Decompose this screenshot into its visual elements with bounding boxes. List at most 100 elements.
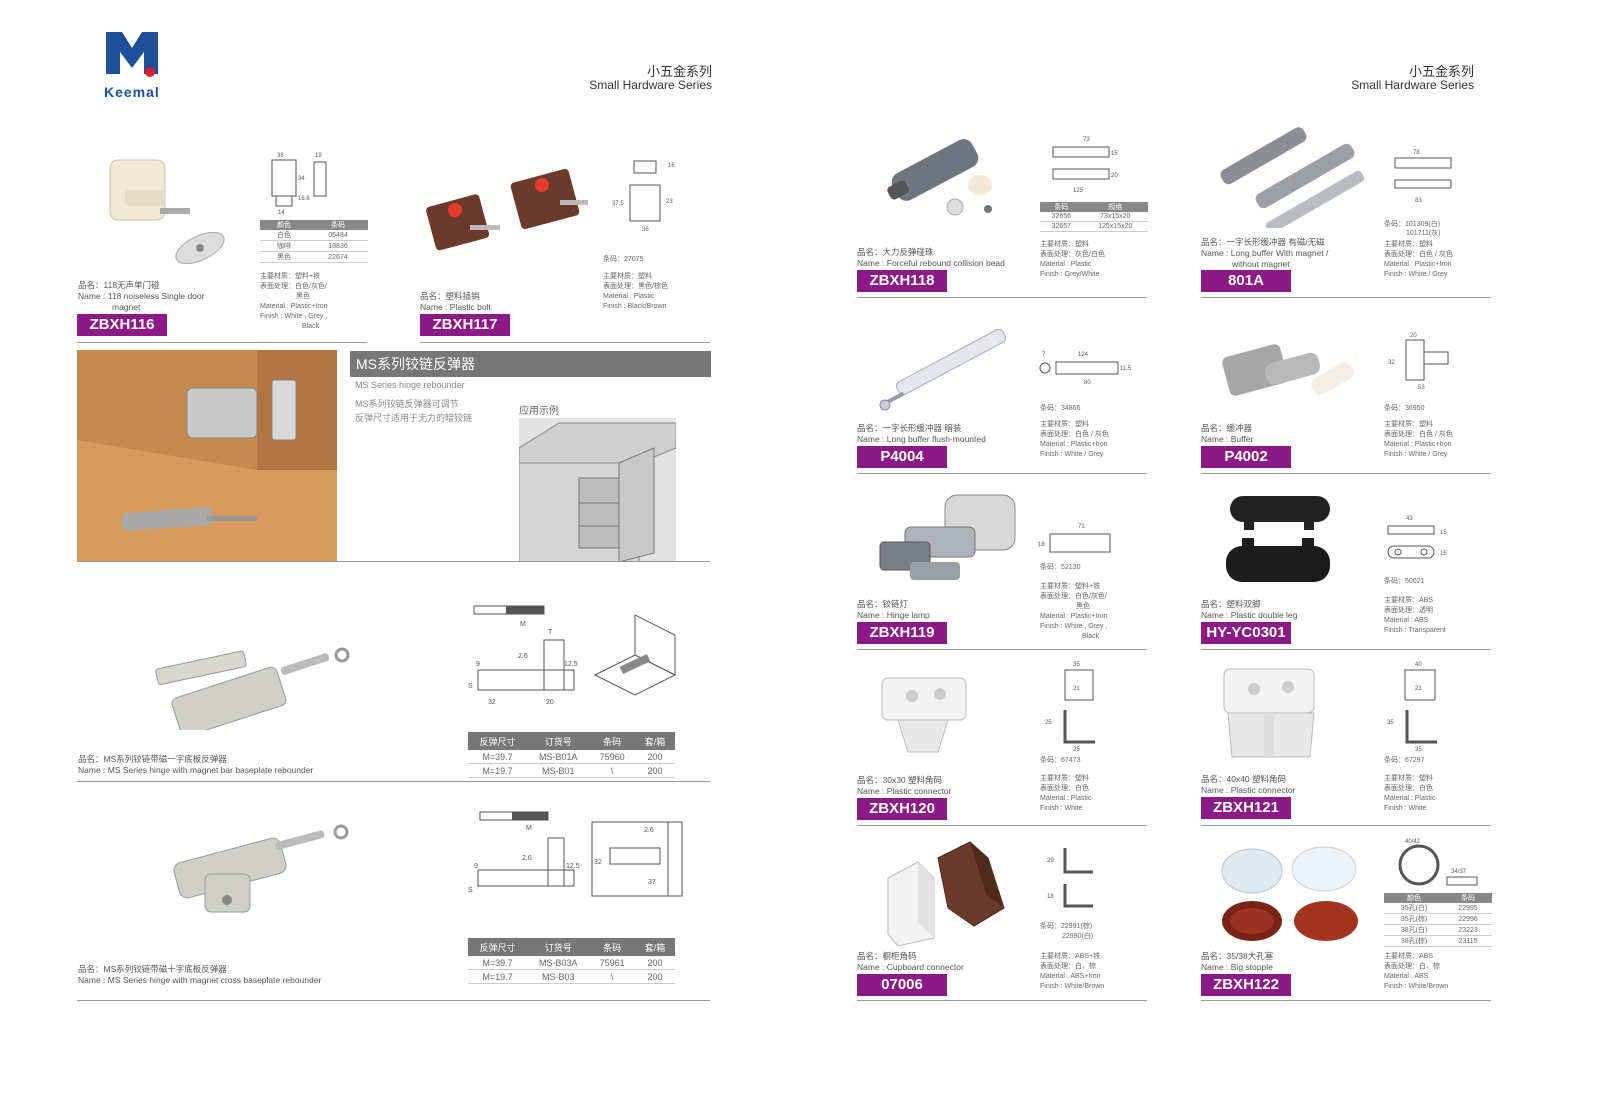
ms1-dim-t: T: [548, 629, 553, 636]
divider: [77, 342, 367, 343]
divider: [857, 825, 1147, 826]
ms2-dim-s: S: [468, 887, 473, 894]
zbxh121-code-badge: ZBXH121: [1201, 797, 1291, 819]
right-series-title-en: Small Hardware Series: [1351, 78, 1474, 92]
801a-name-en-2: without magnet: [1232, 259, 1290, 269]
ms1-3d-diagram: [590, 610, 680, 710]
zbxh119-dim-2: 18: [1038, 542, 1045, 548]
zbxh116-dim-4: 16.6: [298, 196, 310, 202]
zbxh118-photo: [880, 135, 1000, 225]
zbxh121-diagram: 40 21 35 35: [1385, 658, 1445, 753]
table-row: 35孔(棕)22996: [1384, 913, 1492, 925]
zbxh119-spec: 主要材质：塑料+铁表面处理：白色/灰色/黑色 Material : Plasti…: [1040, 583, 1108, 640]
p4004-name-en: Name : Long buffer flush-mounted: [857, 434, 986, 444]
ms2-name-cn: 品名：MS系列铰链带磁十字底板反弹器: [78, 964, 227, 974]
801a-barcode-2: 101711(灰): [1406, 230, 1441, 237]
801a-barcode-1: 条码：101309(白): [1384, 221, 1441, 228]
zbxh122-diagram: 40/42 34/37: [1395, 835, 1485, 890]
divider: [1201, 1000, 1491, 1001]
ms2-dim-12-5: 12.5: [566, 863, 580, 870]
ms2-photo: [165, 822, 355, 917]
zbxh121-name-en: Name : Plastic connector: [1201, 785, 1296, 795]
07006-photo: [878, 838, 1018, 948]
801a-dim-2: 83: [1415, 198, 1422, 204]
ms-section-subtitle: MS Series hinge rebounder: [355, 380, 465, 390]
801a-diagram: 78 83: [1385, 146, 1465, 206]
p4004-photo: [875, 315, 1015, 415]
zbxh120-name-cn: 品名：30x30 塑料角码: [857, 775, 943, 785]
zbxh116-dim-3: 34: [298, 176, 305, 182]
zbxh117-name-en: Name : Plastic bolt: [420, 302, 491, 312]
zbxh117-code-badge: ZBXH117: [420, 314, 510, 336]
p4002-name-cn: 品名：缓冲器: [1201, 423, 1253, 433]
ms2-dim-m: M: [526, 825, 532, 832]
p4002-photo: [1215, 330, 1365, 420]
zbxh119-name-cn: 品名：铰链灯: [857, 599, 909, 609]
zbxh116-code-badge: ZBXH116: [77, 314, 167, 336]
divider: [77, 781, 710, 782]
ms1-dim-m: M: [520, 621, 526, 628]
zbxh116-dim-2: 19: [315, 153, 322, 159]
zbxh116-diagram: 38 19 34 16.6 14: [262, 150, 342, 215]
zbxh118-dim-4: 125: [1073, 188, 1084, 194]
hy-yc0301-name-cn: 品名：塑料双脚: [1201, 599, 1261, 609]
zbxh120-diagram: 35 21 25 25: [1043, 658, 1103, 753]
zbxh120-barcode: 条码：67473: [1040, 757, 1081, 764]
zbxh118-dim-2: 15: [1111, 151, 1118, 157]
zbxh119-dim-1: 71: [1078, 524, 1085, 530]
zbxh118-dim-1: 73: [1083, 137, 1090, 143]
p4004-code-badge: P4004: [857, 446, 947, 468]
keemal-logo-icon: [104, 30, 160, 82]
divider: [1201, 825, 1491, 826]
zbxh118-dim-3: 20: [1111, 173, 1118, 179]
zbxh117-diagram: 16 37.5 23 36: [612, 155, 682, 235]
zbxh118-code-badge: ZBXH118: [857, 270, 947, 292]
zbxh120-dim-2: 21: [1073, 686, 1080, 692]
ms-hinge-photo: [77, 350, 337, 562]
ms1-dim-9: 9: [476, 661, 480, 668]
ms2-dimension-diagram: M 2.6 12.5 9 S: [468, 808, 588, 903]
801a-photo: [1210, 118, 1370, 228]
07006-barcode-1: 条码：22991(棕): [1040, 923, 1093, 930]
801a-name-en: Name : Long buffer With magnet /: [1201, 248, 1329, 258]
ms-section-desc-2: 反弹尺寸适用于无力的暗铰链: [355, 413, 473, 423]
hy-yc0301-photo: [1222, 490, 1337, 590]
divider: [1201, 473, 1491, 474]
801a-name-cn: 品名：一字长形缓冲器 有磁/无磁: [1201, 237, 1325, 247]
p4002-code-badge: P4002: [1201, 446, 1291, 468]
application-example-illustration: [519, 418, 676, 562]
zbxh121-dim-4: 35: [1415, 747, 1422, 753]
zbxh116-dim-5: 14: [278, 210, 285, 215]
zbxh116-photo: [100, 150, 230, 270]
ms2-dim-2-6: 2.6: [522, 855, 532, 862]
07006-name-en: Name : Cupboard connector: [857, 962, 964, 972]
p4004-barcode: 条码：34866: [1040, 405, 1081, 412]
zbxh120-dim-1: 35: [1073, 662, 1080, 668]
ms-section-title: MS系列铰链反弹器: [350, 351, 711, 377]
zbxh122-dim-1: 40/42: [1405, 839, 1421, 845]
801a-dim-1: 78: [1413, 150, 1420, 156]
p4002-name-en: Name : Buffer: [1201, 434, 1254, 444]
brand-name: Keemal: [104, 84, 160, 100]
07006-barcode-2: 22990(白): [1062, 933, 1094, 940]
zbxh120-name-en: Name : Plastic connector: [857, 786, 952, 796]
p4002-dim-2: 32: [1388, 360, 1395, 366]
table-row: 38孔(棕)23115: [1384, 935, 1492, 947]
ms1-photo: [150, 640, 360, 730]
divider: [1201, 649, 1491, 650]
ms2-dim-2-6-b: 2.6: [644, 827, 654, 834]
zbxh122-name-en: Name : Big stopple: [1201, 962, 1273, 972]
